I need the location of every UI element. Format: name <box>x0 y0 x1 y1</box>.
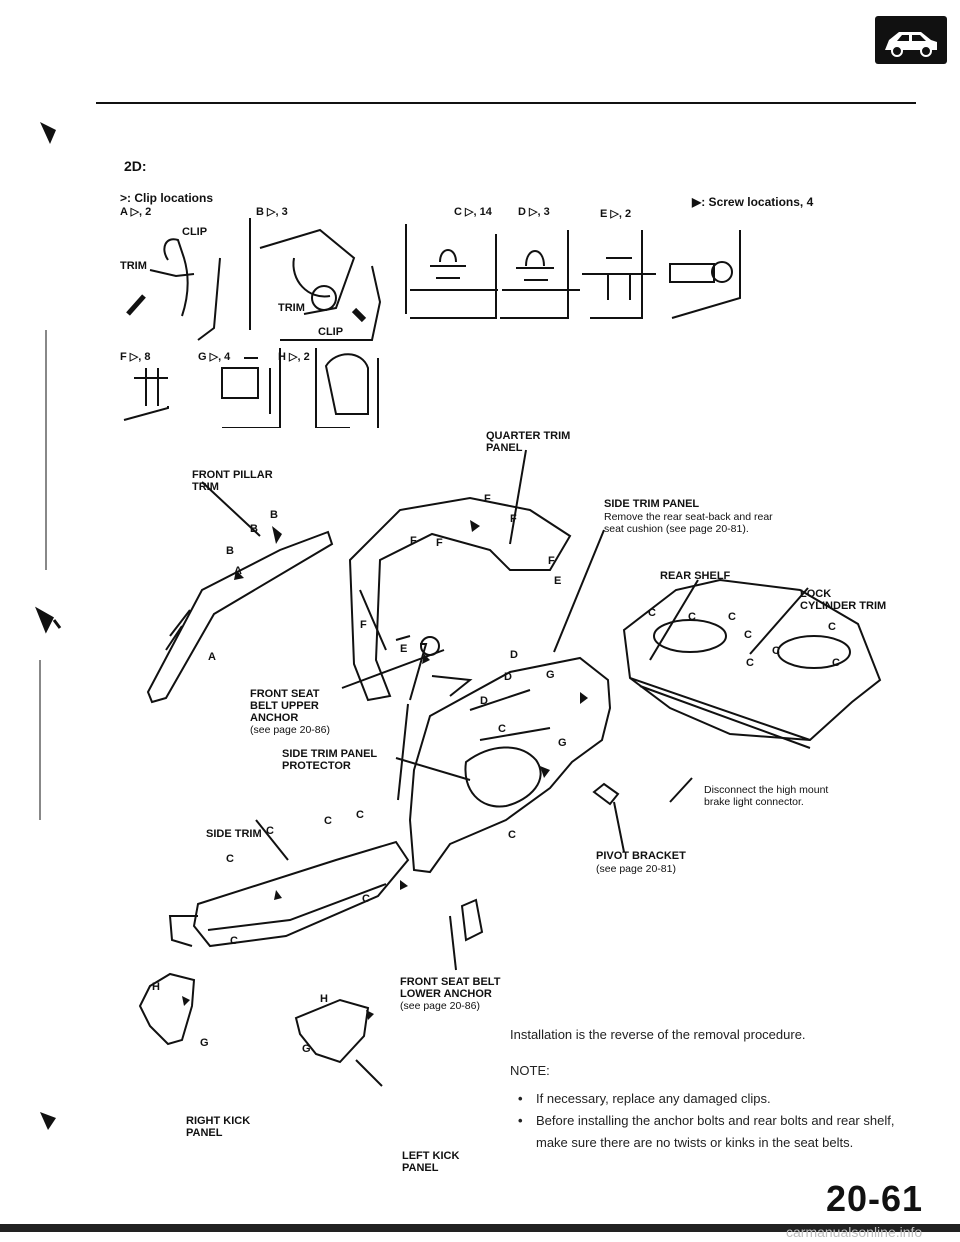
front-seat-belt-upper-anchor-label: FRONT SEAT BELT UPPER ANCHOR <box>250 688 320 724</box>
clip-a-clip-label: CLIP <box>182 226 208 238</box>
pivot-bracket-ref: (see page 20-81) <box>596 863 676 875</box>
clip-code-b: B ▷, 3 <box>256 206 288 218</box>
section-title: 2D: <box>124 158 147 174</box>
svg-text:B: B <box>226 545 234 557</box>
front-seat-belt-lower-anchor-label: FRONT SEAT BELT LOWER ANCHOR <box>400 976 501 1000</box>
svg-text:G: G <box>200 1037 209 1049</box>
svg-text:C: C <box>226 853 234 865</box>
clip-fgh-icons <box>123 348 379 428</box>
svg-text:D: D <box>480 695 488 707</box>
svg-text:C: C <box>688 611 696 623</box>
clip-code-h: H ▷, 2 <box>278 351 310 363</box>
clip-code-f: F ▷, 8 <box>120 351 151 363</box>
side-trim-panel-protector-label: SIDE TRIM PANEL PROTECTOR <box>282 748 377 772</box>
svg-text:C: C <box>266 825 274 837</box>
svg-text:C: C <box>746 657 754 669</box>
side-trim-label: SIDE TRIM <box>206 828 262 840</box>
rear-shelf-label: REAR SHELF <box>660 570 731 582</box>
svg-text:C: C <box>832 657 840 669</box>
svg-text:C: C <box>828 621 836 633</box>
svg-text:F: F <box>436 537 443 549</box>
watermark-text: carmanualsonline.info <box>786 1224 923 1240</box>
svg-text:C: C <box>772 645 780 657</box>
svg-text:G: G <box>546 669 555 681</box>
side-trim-part <box>192 840 410 948</box>
svg-text:C: C <box>508 829 516 841</box>
svg-text:C: C <box>498 723 506 735</box>
seat-belt-part <box>395 635 428 801</box>
clip-code-g: G ▷, 4 <box>198 351 231 363</box>
clip-code-c: C ▷, 14 <box>454 206 492 218</box>
note-item: If necessary, replace any damaged clips. <box>518 1088 900 1110</box>
svg-text:F: F <box>548 555 555 567</box>
clip-legend-drawings <box>123 218 741 428</box>
quarter-trim-panel-part <box>348 496 572 702</box>
side-trim-panel-note: Remove the rear seat-back and rear seat … <box>604 511 773 535</box>
installation-sentence: Installation is the reverse of the remov… <box>510 1027 806 1042</box>
quarter-trim-panel-label: QUARTER TRIM PANEL <box>486 430 571 454</box>
front-seat-belt-lower-anchor-ref: (see page 20-86) <box>400 1000 480 1012</box>
svg-text:F: F <box>360 619 367 631</box>
clip-b-clip-label: CLIP <box>318 326 344 338</box>
installation-text: Installation is the reverse of the remov… <box>510 1024 900 1154</box>
svg-text:H: H <box>320 993 328 1005</box>
header-rule <box>96 102 916 104</box>
footer-rule <box>0 1224 960 1232</box>
svg-text:C: C <box>728 611 736 623</box>
left-kick-panel-label: LEFT KICK PANEL <box>402 1150 460 1174</box>
disconnect-note: Disconnect the high mount brake light co… <box>704 784 829 808</box>
svg-text:C: C <box>356 809 364 821</box>
car-section-icon <box>875 16 947 64</box>
svg-text:F: F <box>484 493 491 505</box>
pivot-bracket-label: PIVOT BRACKET <box>596 850 686 862</box>
note-heading: NOTE: <box>510 1063 550 1078</box>
svg-text:C: C <box>648 607 656 619</box>
clip-a-trim-label: TRIM <box>120 260 147 272</box>
notes-list: If necessary, replace any damaged clips.… <box>510 1088 900 1154</box>
svg-text:C: C <box>362 893 370 905</box>
clip-cde-icons <box>405 224 656 319</box>
svg-text:D: D <box>504 671 512 683</box>
note-item: Before installing the anchor bolts and r… <box>518 1110 900 1154</box>
svg-text:C: C <box>230 935 238 947</box>
svg-text:D: D <box>510 649 518 661</box>
screw-icon <box>669 230 741 319</box>
right-kick-panel-label: RIGHT KICK PANEL <box>186 1115 251 1139</box>
svg-text:E: E <box>554 575 561 587</box>
rear-shelf-part <box>622 578 882 742</box>
svg-text:G: G <box>302 1043 311 1055</box>
svg-text:C: C <box>324 815 332 827</box>
clip-code-d: D ▷, 3 <box>518 206 550 218</box>
left-kick-panel-part <box>294 998 370 1064</box>
screw-locations-label: ▶: Screw locations, 4 <box>692 195 814 209</box>
front-pillar-trim-label: FRONT PILLAR TRIM <box>192 469 273 493</box>
clip-code-a: A ▷, 2 <box>120 206 152 218</box>
binding-marks <box>35 122 62 1130</box>
clip-locations-label: >: Clip locations <box>120 191 214 205</box>
svg-text:A: A <box>208 651 216 663</box>
right-kick-panel-part <box>138 972 196 1046</box>
svg-text:B: B <box>270 509 278 521</box>
side-trim-panel-label: SIDE TRIM PANEL <box>604 498 700 510</box>
svg-text:H: H <box>152 981 160 993</box>
svg-text:B: B <box>250 523 258 535</box>
page-number: 20-61 <box>826 1178 924 1219</box>
svg-text:F: F <box>510 513 517 525</box>
front-pillar-trim-part <box>146 530 334 704</box>
svg-text:F: F <box>410 535 417 547</box>
clip-a-icon <box>126 238 221 341</box>
svg-text:C: C <box>744 629 752 641</box>
side-trim-panel-part <box>408 656 612 874</box>
svg-text:G: G <box>558 737 567 749</box>
clip-code-e: E ▷, 2 <box>600 208 632 220</box>
clip-b-trim-label: TRIM <box>278 302 305 314</box>
clip-b-icon <box>249 218 382 341</box>
svg-text:E: E <box>400 643 407 655</box>
front-seat-belt-upper-anchor-ref: (see page 20-86) <box>250 724 330 736</box>
svg-text:A: A <box>234 565 242 577</box>
